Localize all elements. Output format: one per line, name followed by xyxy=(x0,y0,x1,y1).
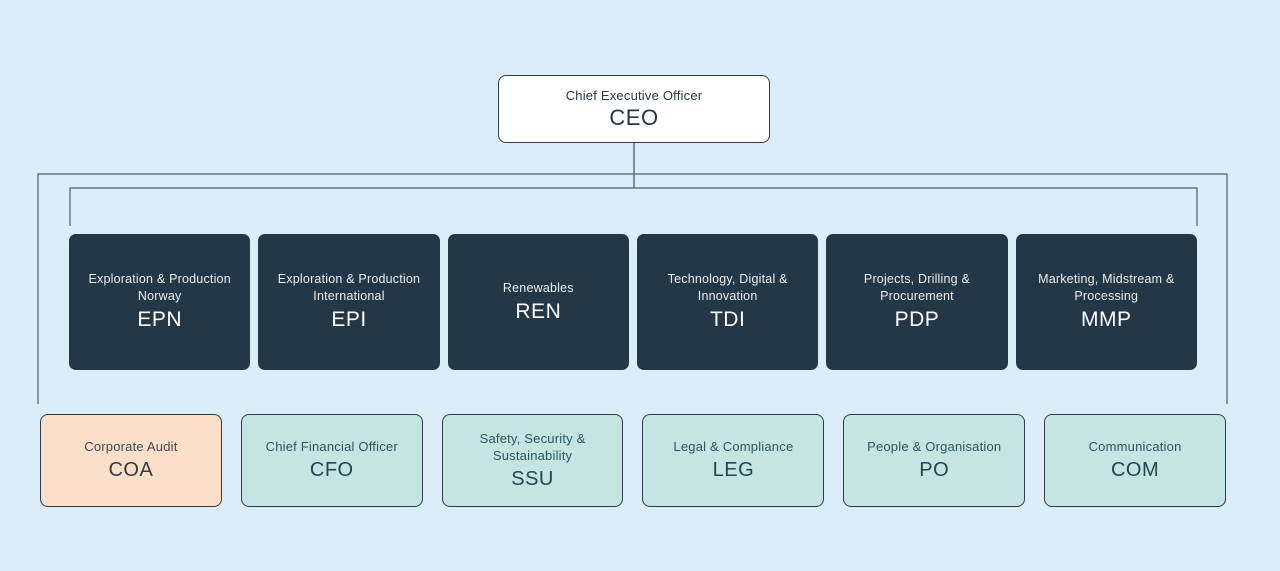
staff-row: Corporate Audit COA Chief Financial Offi… xyxy=(40,414,1226,507)
node-title: Safety, Security & Sustainability xyxy=(479,430,586,463)
node-code: REN xyxy=(515,299,562,323)
node-code: MMP xyxy=(1081,308,1132,331)
node-code: CEO xyxy=(609,105,659,130)
org-node-ssu: Safety, Security & Sustainability SSU xyxy=(441,414,624,507)
node-code: COA xyxy=(108,459,154,481)
node-title: Corporate Audit xyxy=(84,439,178,454)
division-row: Exploration & Production Norway EPN Expl… xyxy=(69,234,1197,370)
node-code: COM xyxy=(1110,459,1160,481)
node-code: LEG xyxy=(712,459,755,481)
node-code: PO xyxy=(919,459,950,481)
org-node-pdp: Projects, Drilling & Procurement PDP xyxy=(826,234,1008,370)
org-node-ren: Renewables REN xyxy=(447,234,629,370)
inner-bracket-line xyxy=(69,187,1198,226)
org-node-epn: Exploration & Production Norway EPN xyxy=(69,234,251,370)
node-title: Projects, Drilling & Procurement xyxy=(863,272,971,303)
node-title: People & Organisation xyxy=(867,439,1002,454)
node-title: Chief Financial Officer xyxy=(265,439,398,454)
org-node-cfo: Chief Financial Officer CFO xyxy=(240,414,423,507)
node-code: EPN xyxy=(137,308,182,331)
node-code: PDP xyxy=(894,308,940,331)
org-node-po: People & Organisation PO xyxy=(843,414,1026,507)
node-code: CFO xyxy=(309,459,354,481)
node-title: Communication xyxy=(1088,439,1182,454)
org-node-com: Communication COM xyxy=(1044,414,1226,507)
org-node-coa: Corporate Audit COA xyxy=(40,414,222,507)
org-node-tdi: Technology, Digital & Innovation TDI xyxy=(636,234,819,370)
org-node-mmp: Marketing, Midstream & Processing MMP xyxy=(1015,234,1197,370)
org-node-ceo: Chief Executive Officer CEO xyxy=(498,75,770,143)
node-title: Chief Executive Officer xyxy=(565,88,703,103)
node-title: Technology, Digital & Innovation xyxy=(667,272,788,303)
org-node-leg: Legal & Compliance LEG xyxy=(642,414,825,507)
node-code: SSU xyxy=(511,467,554,490)
org-node-epi: Exploration & Production International E… xyxy=(258,234,440,370)
node-title: Legal & Compliance xyxy=(673,439,794,454)
node-title: Exploration & Production Norway xyxy=(88,272,231,303)
node-title: Renewables xyxy=(502,280,574,295)
node-code: TDI xyxy=(709,308,746,331)
node-title: Marketing, Midstream & Processing xyxy=(1038,272,1175,303)
node-title: Exploration & Production International xyxy=(277,272,421,303)
node-code: EPI xyxy=(331,308,367,331)
